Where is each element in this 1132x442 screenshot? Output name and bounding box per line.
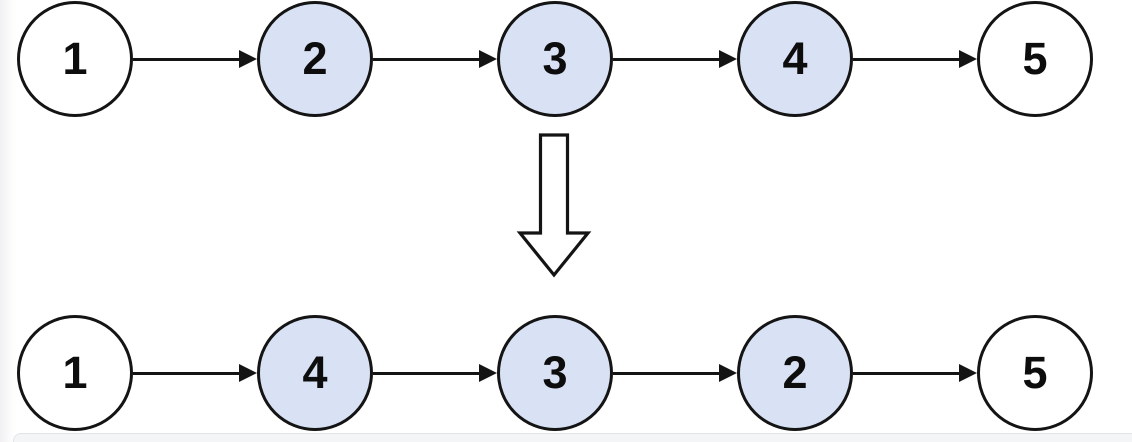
next-pointer-arrow — [133, 371, 240, 375]
list-node: 3 — [497, 1, 613, 117]
list-before: 1 2 3 4 5 — [17, 1, 1093, 117]
next-pointer-arrow — [133, 57, 240, 61]
node-value: 5 — [1022, 347, 1048, 398]
next-section-panel-edge — [13, 433, 1132, 442]
next-pointer-arrow — [853, 371, 960, 375]
list-node: 4 — [737, 1, 853, 117]
list-node: 1 — [17, 1, 133, 117]
node-value: 4 — [302, 347, 328, 398]
list-after: 1 4 3 2 5 — [17, 315, 1093, 431]
list-node: 5 — [977, 1, 1093, 117]
list-node: 3 — [497, 315, 613, 431]
node-value: 3 — [542, 33, 568, 84]
next-pointer-arrow — [613, 371, 720, 375]
node-value: 4 — [782, 33, 808, 84]
node-value: 5 — [1022, 33, 1048, 84]
next-pointer-arrow — [373, 57, 480, 61]
next-pointer-arrow — [373, 371, 480, 375]
node-value: 1 — [62, 347, 88, 398]
node-value: 2 — [302, 33, 328, 84]
list-node: 2 — [257, 1, 373, 117]
node-value: 1 — [62, 33, 88, 84]
next-pointer-arrow — [853, 57, 960, 61]
node-value: 2 — [782, 347, 808, 398]
list-node: 2 — [737, 315, 853, 431]
node-value: 3 — [542, 347, 568, 398]
list-node: 5 — [977, 315, 1093, 431]
left-edge-fade — [0, 0, 15, 442]
list-node: 1 — [17, 315, 133, 431]
next-pointer-arrow — [613, 57, 720, 61]
down-arrow-icon — [516, 133, 592, 278]
list-node: 4 — [257, 315, 373, 431]
